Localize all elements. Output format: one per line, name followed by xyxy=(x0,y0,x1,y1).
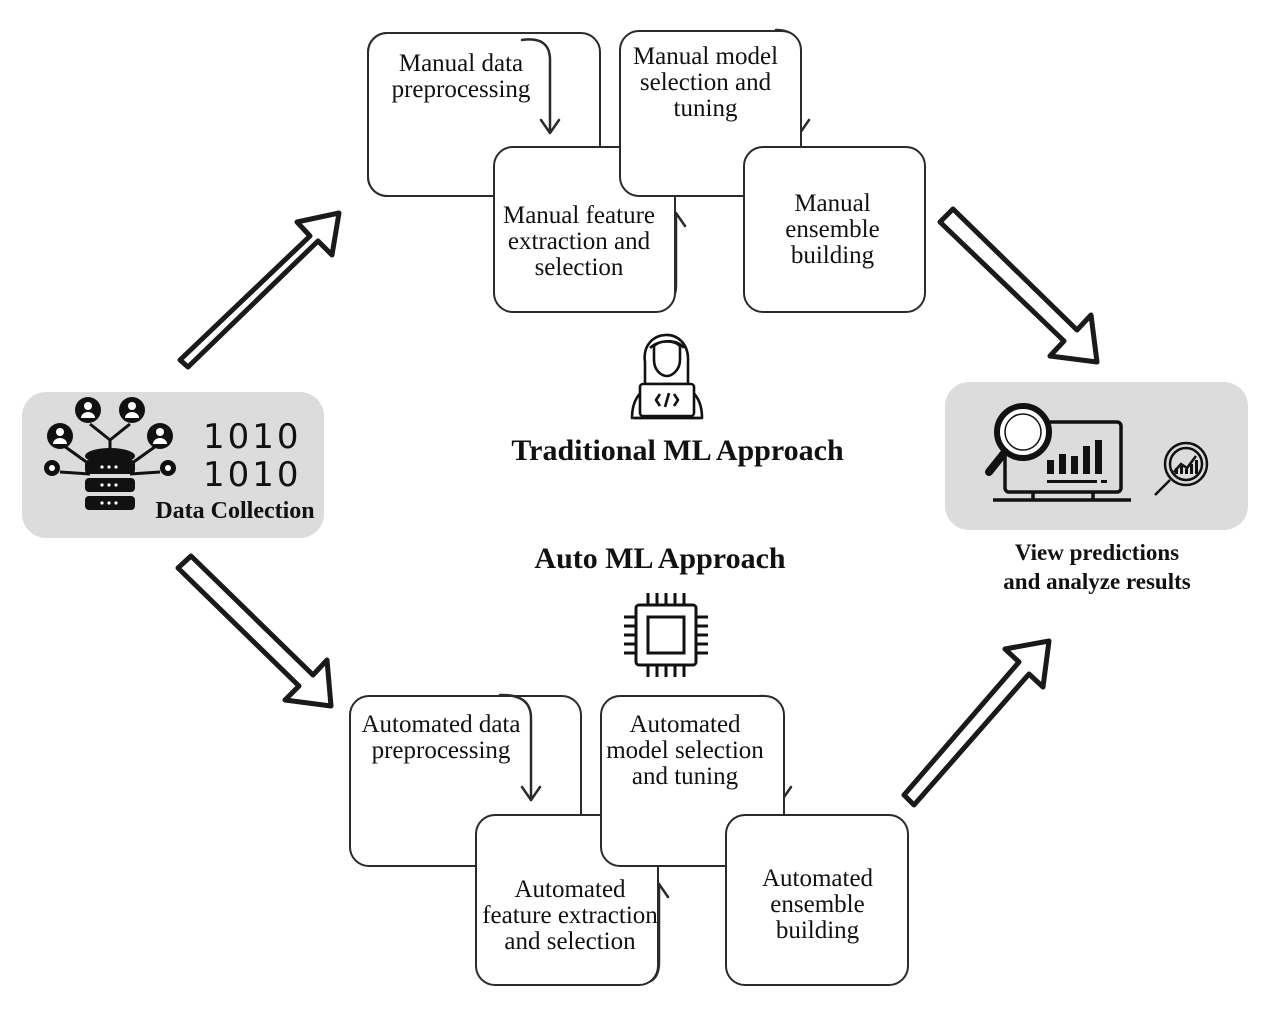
step-label-manual-data-preprocessing: Manual data preprocessing xyxy=(391,50,531,103)
arrow-to-results-bottom xyxy=(901,638,1052,808)
step-label-manual-feature-extraction: Manual feature extraction and selection xyxy=(502,202,655,281)
binary-line-1: 1010 xyxy=(203,417,302,457)
results-label-line-2: and analyze results xyxy=(1003,569,1191,594)
data-collection-label: Data Collection xyxy=(155,498,315,524)
developer-laptop-icon xyxy=(630,333,704,420)
arrow-to-automl xyxy=(175,553,334,709)
binary-line-2: 1010 xyxy=(203,455,302,495)
step-box-automated-ensemble xyxy=(725,814,909,986)
step-label-automated-feature-extraction: Automated feature extraction and selecti… xyxy=(482,876,658,955)
search-chart-icon xyxy=(1154,441,1209,496)
database-network-icon xyxy=(44,397,176,510)
step-label-automated-model-selection: Automated model selection and tuning xyxy=(606,711,764,790)
step-label-manual-ensemble: Manual ensemble building xyxy=(785,190,880,269)
step-box-automated-data-preprocessing xyxy=(349,695,582,867)
analytics-monitor-icon xyxy=(985,403,1131,502)
arrow-to-traditional xyxy=(177,210,342,370)
cpu-chip-icon xyxy=(624,593,708,677)
binary-code-graphic: 1010 1010 xyxy=(203,418,302,494)
connector-tm-1-head xyxy=(539,118,561,135)
results-label-line-1: View predictions xyxy=(1014,540,1180,565)
step-label-automated-ensemble: Automated ensemble building xyxy=(761,865,874,944)
box-edge xyxy=(367,32,491,197)
arrow-to-results-top xyxy=(937,206,1100,365)
step-label-automated-data-preprocessing: Automated data preprocessing xyxy=(361,711,521,764)
step-box-manual-ensemble xyxy=(743,146,926,313)
step-label-manual-model-selection: Manual model selection and tuning xyxy=(632,43,779,122)
connector-am-1-head xyxy=(520,785,542,802)
automl-approach-title: Auto ML Approach xyxy=(534,542,786,575)
connector-tm-1 xyxy=(520,38,552,134)
traditional-approach-title: Traditional ML Approach xyxy=(511,434,844,467)
